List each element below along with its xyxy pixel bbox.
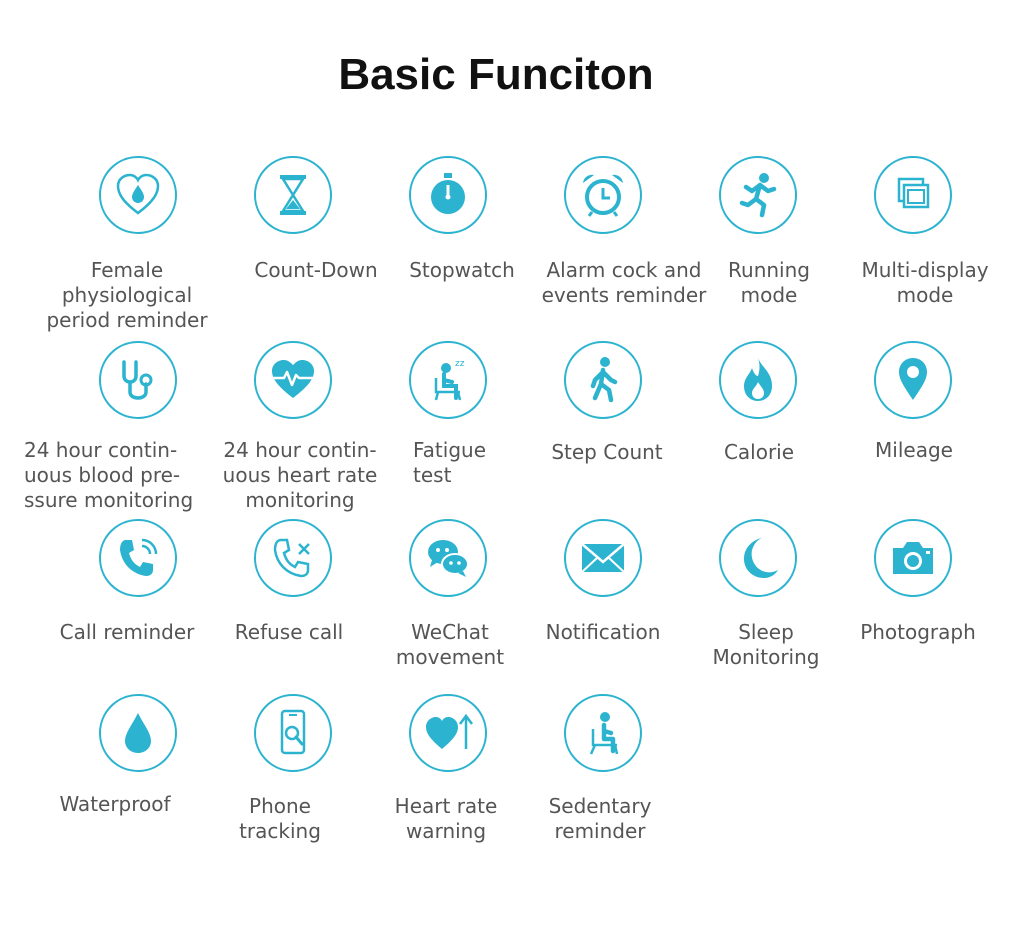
phone-ringing-icon — [99, 519, 177, 597]
map-pin-icon — [874, 341, 952, 419]
feature-label: Running mode — [728, 258, 810, 307]
feature-label: Refuse call — [234, 620, 344, 644]
feature-label: Notification — [545, 620, 661, 644]
feature-label: Stopwatch — [409, 258, 515, 282]
svg-text:zz: zz — [455, 359, 465, 369]
feature-label: Female physiological period reminder — [46, 258, 208, 332]
heart-drop-icon — [99, 156, 177, 234]
chat-bubbles-icon — [409, 519, 487, 597]
seated-person-icon — [564, 694, 642, 772]
feature-label: Phone tracking — [239, 794, 321, 843]
feature-label: Waterproof — [59, 792, 171, 816]
feature-label: Call reminder — [59, 620, 195, 644]
feature-label: Fatigue test — [413, 438, 486, 487]
sleeping-person-chair-icon: zz — [409, 341, 487, 419]
envelope-icon — [564, 519, 642, 597]
feature-label: Alarm cock and events reminder — [541, 258, 707, 307]
heart-arrow-up-icon — [409, 694, 487, 772]
hourglass-icon — [254, 156, 332, 234]
feature-label: Photograph — [860, 620, 976, 644]
running-person-icon — [719, 156, 797, 234]
feature-label: 24 hour contin- uous blood pre- ssure mo… — [24, 438, 194, 512]
feature-label: Multi-display mode — [861, 258, 989, 307]
feature-label: WeChat movement — [395, 620, 505, 669]
camera-icon — [874, 519, 952, 597]
feature-label: Sedentary reminder — [548, 794, 652, 843]
alarm-clock-icon — [564, 156, 642, 234]
feature-label: Count-Down — [254, 258, 378, 282]
phone-reject-icon — [254, 519, 332, 597]
feature-label: Step Count — [551, 440, 663, 464]
feature-label: Mileage — [875, 438, 953, 462]
flame-icon — [719, 341, 797, 419]
feature-label: 24 hour contin- uous heart rate monitori… — [222, 438, 378, 512]
phone-search-icon — [254, 694, 332, 772]
multi-window-icon — [874, 156, 952, 234]
moon-stars-icon — [719, 519, 797, 597]
water-drop-icon — [99, 694, 177, 772]
heart-pulse-icon — [254, 341, 332, 419]
feature-label: Calorie — [723, 440, 795, 464]
walking-person-icon — [564, 341, 642, 419]
feature-label: Sleep Monitoring — [712, 620, 820, 669]
stopwatch-icon — [409, 156, 487, 234]
page-title: Basic Funciton — [338, 50, 654, 99]
stethoscope-icon — [99, 341, 177, 419]
feature-label: Heart rate warning — [394, 794, 498, 843]
